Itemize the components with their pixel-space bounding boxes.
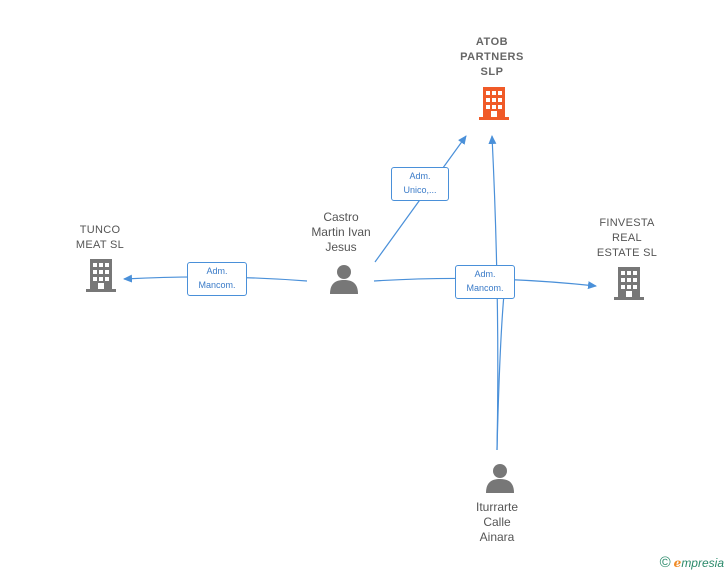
node-label-iturrarte: Iturrarte Calle Ainara: [475, 500, 518, 544]
building-icon[interactable]: [612, 265, 646, 301]
node-label-atob: ATOB PARTNERS SLP: [460, 36, 524, 78]
empresia-logo[interactable]: © empresia: [660, 554, 724, 571]
edge-label-castro-tunco[interactable]: Adm. Mancom.: [187, 262, 247, 296]
edge-label-to-finvesta[interactable]: Adm. Mancom.: [455, 265, 515, 299]
brand-e-letter: e: [673, 555, 682, 570]
brand-name: mpresia: [681, 555, 724, 570]
building-icon[interactable]: [84, 257, 118, 293]
copyright-icon: ©: [659, 554, 671, 571]
building-icon[interactable]: [477, 85, 511, 121]
person-icon[interactable]: [484, 462, 516, 494]
node-label-tunco: TUNCO MEAT SL: [75, 224, 125, 251]
node-label-castro: Castro Martin Ivan Jesus: [311, 210, 371, 254]
edge-label-castro-atob[interactable]: Adm. Unico,...: [391, 167, 449, 201]
person-icon[interactable]: [328, 263, 360, 295]
node-label-finvesta: FINVESTA REAL ESTATE SL: [596, 217, 658, 259]
